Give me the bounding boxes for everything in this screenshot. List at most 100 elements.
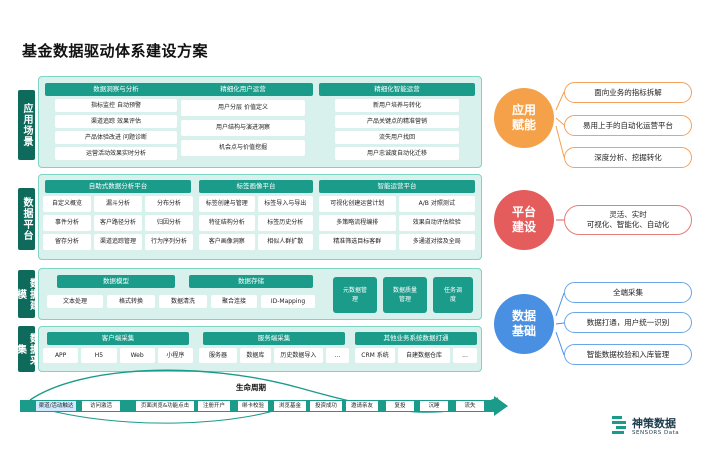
platform-cell: 分布分析 [145,196,193,212]
platform-cell: 多策略流程编排 [319,215,396,231]
pill-platform-line: 灵活、实时 [609,210,647,219]
collect-cell: 服务器 [199,348,238,363]
layer-label-app: 应用场景 [18,90,35,160]
build-model-header: 数据模型 [57,275,175,288]
lifecycle-step: 流失 [456,401,484,411]
app-cell: 产品关键点的精准营销 [335,115,459,128]
platform-cell: 标签创建与管理 [199,196,255,212]
collect-cell: 历史数据导入 [273,348,324,363]
layer-label-platform: 数据平台 [18,188,35,250]
lifecycle-step: 沉睡 [420,401,448,411]
lifecycle-step: 渠道/活动触达 [36,401,76,411]
app-layer: 数据洞察与分析 指标监控 自动预警 渠道追踪 效果评估 产品体验改进 问题诊断 … [38,76,482,168]
platform-group-header: 标签画像平台 [199,180,313,193]
pill-platform: 灵活、实时 可视化、智能化、自动化 [564,205,692,235]
build-store-header: 数据存储 [189,275,313,288]
app-cell: 渠道追踪 效果评估 [55,115,177,128]
app-cell: 流失用户找回 [335,131,459,144]
lifecycle-step: 页面浏览&功能点击 [136,401,194,411]
app-cell: 用户忠诚度自动化迁移 [335,147,459,160]
collect-cell: CRM 系统 [355,348,395,363]
platform-cell: 可视化创建运营计划 [319,196,396,212]
platform-cell: 精准筛选目标客群 [319,234,396,250]
platform-group-2: 标签画像平台 标签创建与管理 标签导入与导出 特征结构分析 标签历史分析 客户画… [199,180,313,250]
platform-cell: 行为序列分析 [145,234,193,250]
build-extra: 元数据管理 [333,277,377,313]
app-col-header: 精细化智能运营 [319,83,475,96]
app-col-2: 精细化用户运营 用户分层 价值定义 用户结构与演进洞察 机会点与价值挖掘 [173,83,313,156]
lifecycle-title: 生命周期 [236,383,266,392]
build-extra: 任务调度 [433,277,473,313]
platform-cell: 漏斗分析 [94,196,142,212]
lifecycle-step: 访问激活 [82,401,120,411]
page-title: 基金数据驱动体系建设方案 [22,42,209,60]
app-col-3: 精细化智能运营 新用户培养与转化 产品关键点的精准营销 流失用户找回 用户忠诚度… [319,83,475,160]
app-col-header: 精细化用户运营 [173,83,313,96]
collect-client-header: 客户端采集 [47,332,189,345]
app-col-1: 数据洞察与分析 指标监控 自动预警 渠道追踪 效果评估 产品体验改进 问题诊断 … [45,83,187,160]
build-store: 数据存储 [189,275,313,288]
collect-cell: H5 [81,348,117,363]
app-cell: 指标监控 自动预警 [55,99,177,112]
platform-cell: 留存分析 [43,234,91,250]
platform-cell: 特征结构分析 [199,215,255,231]
platform-cell: 事件分析 [43,215,91,231]
circle-platform: 平台建设 [494,190,554,250]
pill-platform-line: 可视化、智能化、自动化 [586,220,670,229]
pill-data: 智能数据校验和入库管理 [564,344,692,365]
lifecycle-arrow-icon [494,396,508,416]
pill-app: 易用上手的自动化运营平台 [564,115,692,136]
circle-app: 应用赋能 [494,88,554,148]
build-layer: 数据模型 数据存储 文本处理 格式转换 数据清洗 聚合连接 ID-Mapping… [38,268,482,320]
lifecycle-step: 注册开户 [198,401,230,411]
build-extra: 数据质量管理 [383,277,427,313]
collect-cell: ... [453,348,477,363]
platform-cell: 客户路径分析 [94,215,142,231]
platform-cell: 效果自动评估检验 [398,215,475,231]
collect-other: 其他业务系统数据打通 CRM 系统 自建数据仓库 ... [355,332,477,363]
build-cell: 聚合连接 [211,295,257,308]
pill-app: 深度分析、挖掘转化 [564,147,692,168]
platform-cell: 相似人群扩散 [257,234,313,250]
platform-cell: 标签历史分析 [257,215,313,231]
logo-name: 神策数据 [632,417,676,430]
layer-label-build: 数据建模 [15,270,39,318]
pill-data: 全端采集 [564,282,692,303]
collect-cell: Web [119,348,155,363]
pill-data: 数据打通，用户统一识别 [564,312,692,333]
collect-cell: 小程序 [157,348,193,363]
platform-cell: A/B 对照测试 [398,196,475,212]
collect-cell: 自建数据仓库 [398,348,450,363]
layer-label-collect: 数据采集 [15,326,39,372]
collect-layer: 客户端采集 APP H5 Web 小程序 服务端采集 服务器 数据库 历史数据导… [38,326,482,372]
pill-app: 面向业务的指标拆解 [564,82,692,103]
platform-layer: 自助式数据分析平台 自定义概览 漏斗分析 分布分析 事件分析 客户路径分析 归因… [38,174,482,260]
logo-sub: SENSORS Data [632,430,680,436]
collect-server-header: 服务端采集 [203,332,345,345]
lifecycle-step: 绑卡校验 [238,401,268,411]
lifecycle-step: 投资成功 [310,401,342,411]
collect-other-header: 其他业务系统数据打通 [355,332,477,345]
platform-cell: 自定义概览 [43,196,91,212]
collect-cell: ... [326,348,349,363]
build-model: 数据模型 [45,275,185,288]
lifecycle-step: 浏览基金 [274,401,306,411]
app-col-header: 数据洞察与分析 [45,83,187,96]
platform-cell: 多通道对接及全局 [398,234,475,250]
platform-group-1: 自助式数据分析平台 自定义概览 漏斗分析 分布分析 事件分析 客户路径分析 归因… [43,180,193,250]
collect-cell: 数据库 [240,348,271,363]
lifecycle-step: 邀请亲友 [346,401,378,411]
app-cell: 新用户培养与转化 [335,99,459,112]
app-cell: 机会点与价值挖掘 [181,140,305,156]
build-cell: ID-Mapping [261,295,315,308]
platform-group-header: 智能运营平台 [319,180,475,193]
collect-cell: APP [43,348,79,363]
platform-group-3: 智能运营平台 可视化创建运营计划 A/B 对照测试 多策略流程编排 效果自动评估… [319,180,475,250]
platform-cell: 标签导入与导出 [257,196,313,212]
platform-cell: 渠道追踪管理 [94,234,142,250]
collect-client: 客户端采集 APP H5 Web 小程序 [43,332,193,363]
app-cell: 用户结构与演进洞察 [181,120,305,136]
app-cell: 用户分层 价值定义 [181,100,305,116]
app-cell: 运营活动效果实时分析 [55,147,177,160]
lifecycle-step: 复投 [386,401,414,411]
